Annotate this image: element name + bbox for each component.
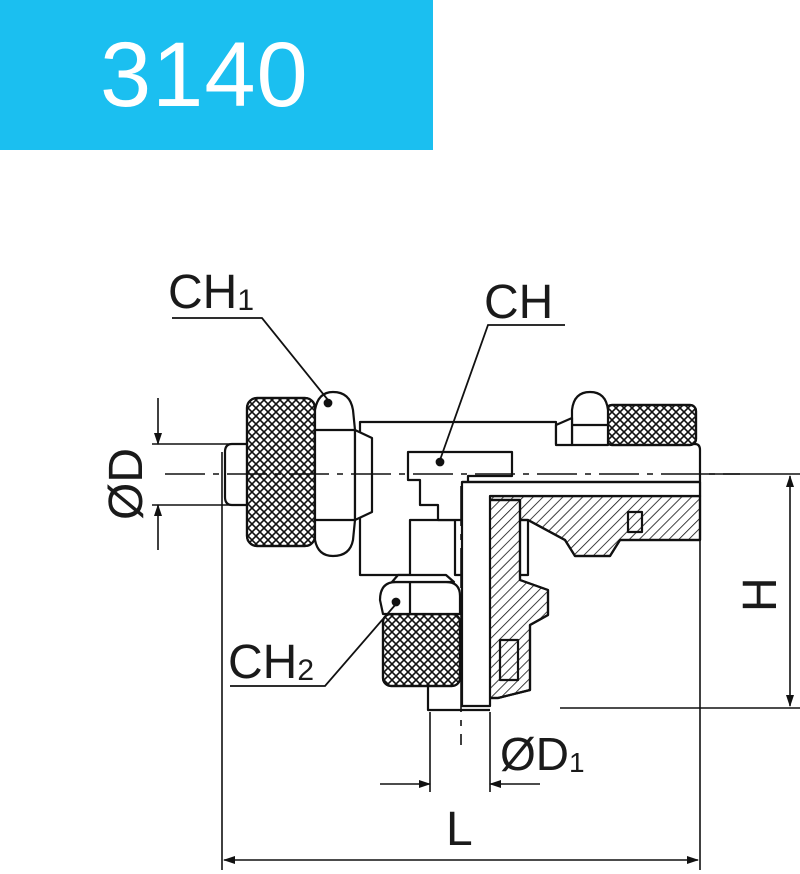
- dimension-od1: [380, 712, 540, 792]
- dimension-od: [152, 398, 230, 550]
- internal-passage: [406, 450, 514, 522]
- dimension-l: [221, 452, 701, 870]
- bottom-knurled-nut: [378, 573, 490, 712]
- label-od: ØD: [100, 448, 153, 520]
- left-knurled-nut: [245, 390, 374, 558]
- leader-lines: [172, 317, 565, 687]
- product-code: 3140: [100, 24, 309, 126]
- dimension-h: [560, 473, 800, 709]
- label-l: L: [446, 803, 473, 856]
- product-code-banner: 3140: [0, 0, 433, 150]
- label-od1: ØD1: [500, 728, 585, 780]
- right-knurled-nut-top: [554, 390, 698, 447]
- label-h: H: [734, 577, 787, 612]
- label-ch1: CH1: [168, 266, 254, 319]
- center-lines: [165, 473, 740, 745]
- label-ch: CH: [484, 276, 553, 329]
- label-ch2: CH2: [228, 636, 314, 689]
- inserted-tube: [460, 480, 702, 708]
